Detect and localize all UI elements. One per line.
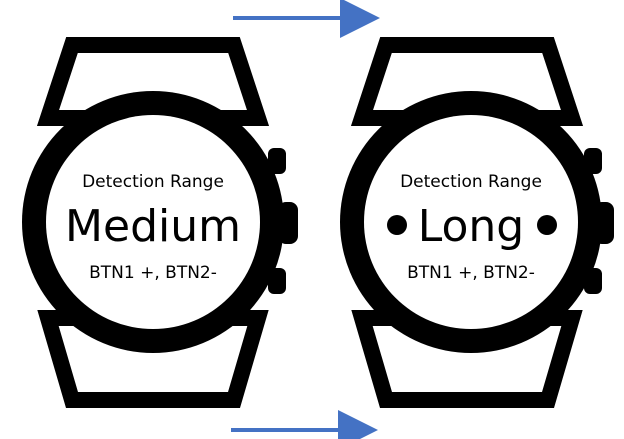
watch-right-top-strap [350, 37, 584, 126]
watch-left-top-strap [36, 37, 270, 126]
watch-right-button-hint: BTN1 +, BTN2- [407, 263, 535, 283]
watch-right-face [364, 115, 578, 329]
watch-right [340, 37, 614, 408]
watch-left-face [46, 115, 260, 329]
watch-left-button-top [268, 148, 286, 174]
watch-left-button-hint: BTN1 +, BTN2- [89, 263, 217, 283]
watch-right-dot-left [387, 215, 407, 235]
watch-right-detection-label: Detection Range [400, 172, 542, 192]
watch-left-detection-label: Detection Range [82, 172, 224, 192]
watch-right-range-value: Long [417, 201, 525, 252]
watch-left-range-value: Medium [65, 201, 241, 252]
watch-left [22, 37, 298, 408]
watch-right-dot-right [537, 215, 557, 235]
